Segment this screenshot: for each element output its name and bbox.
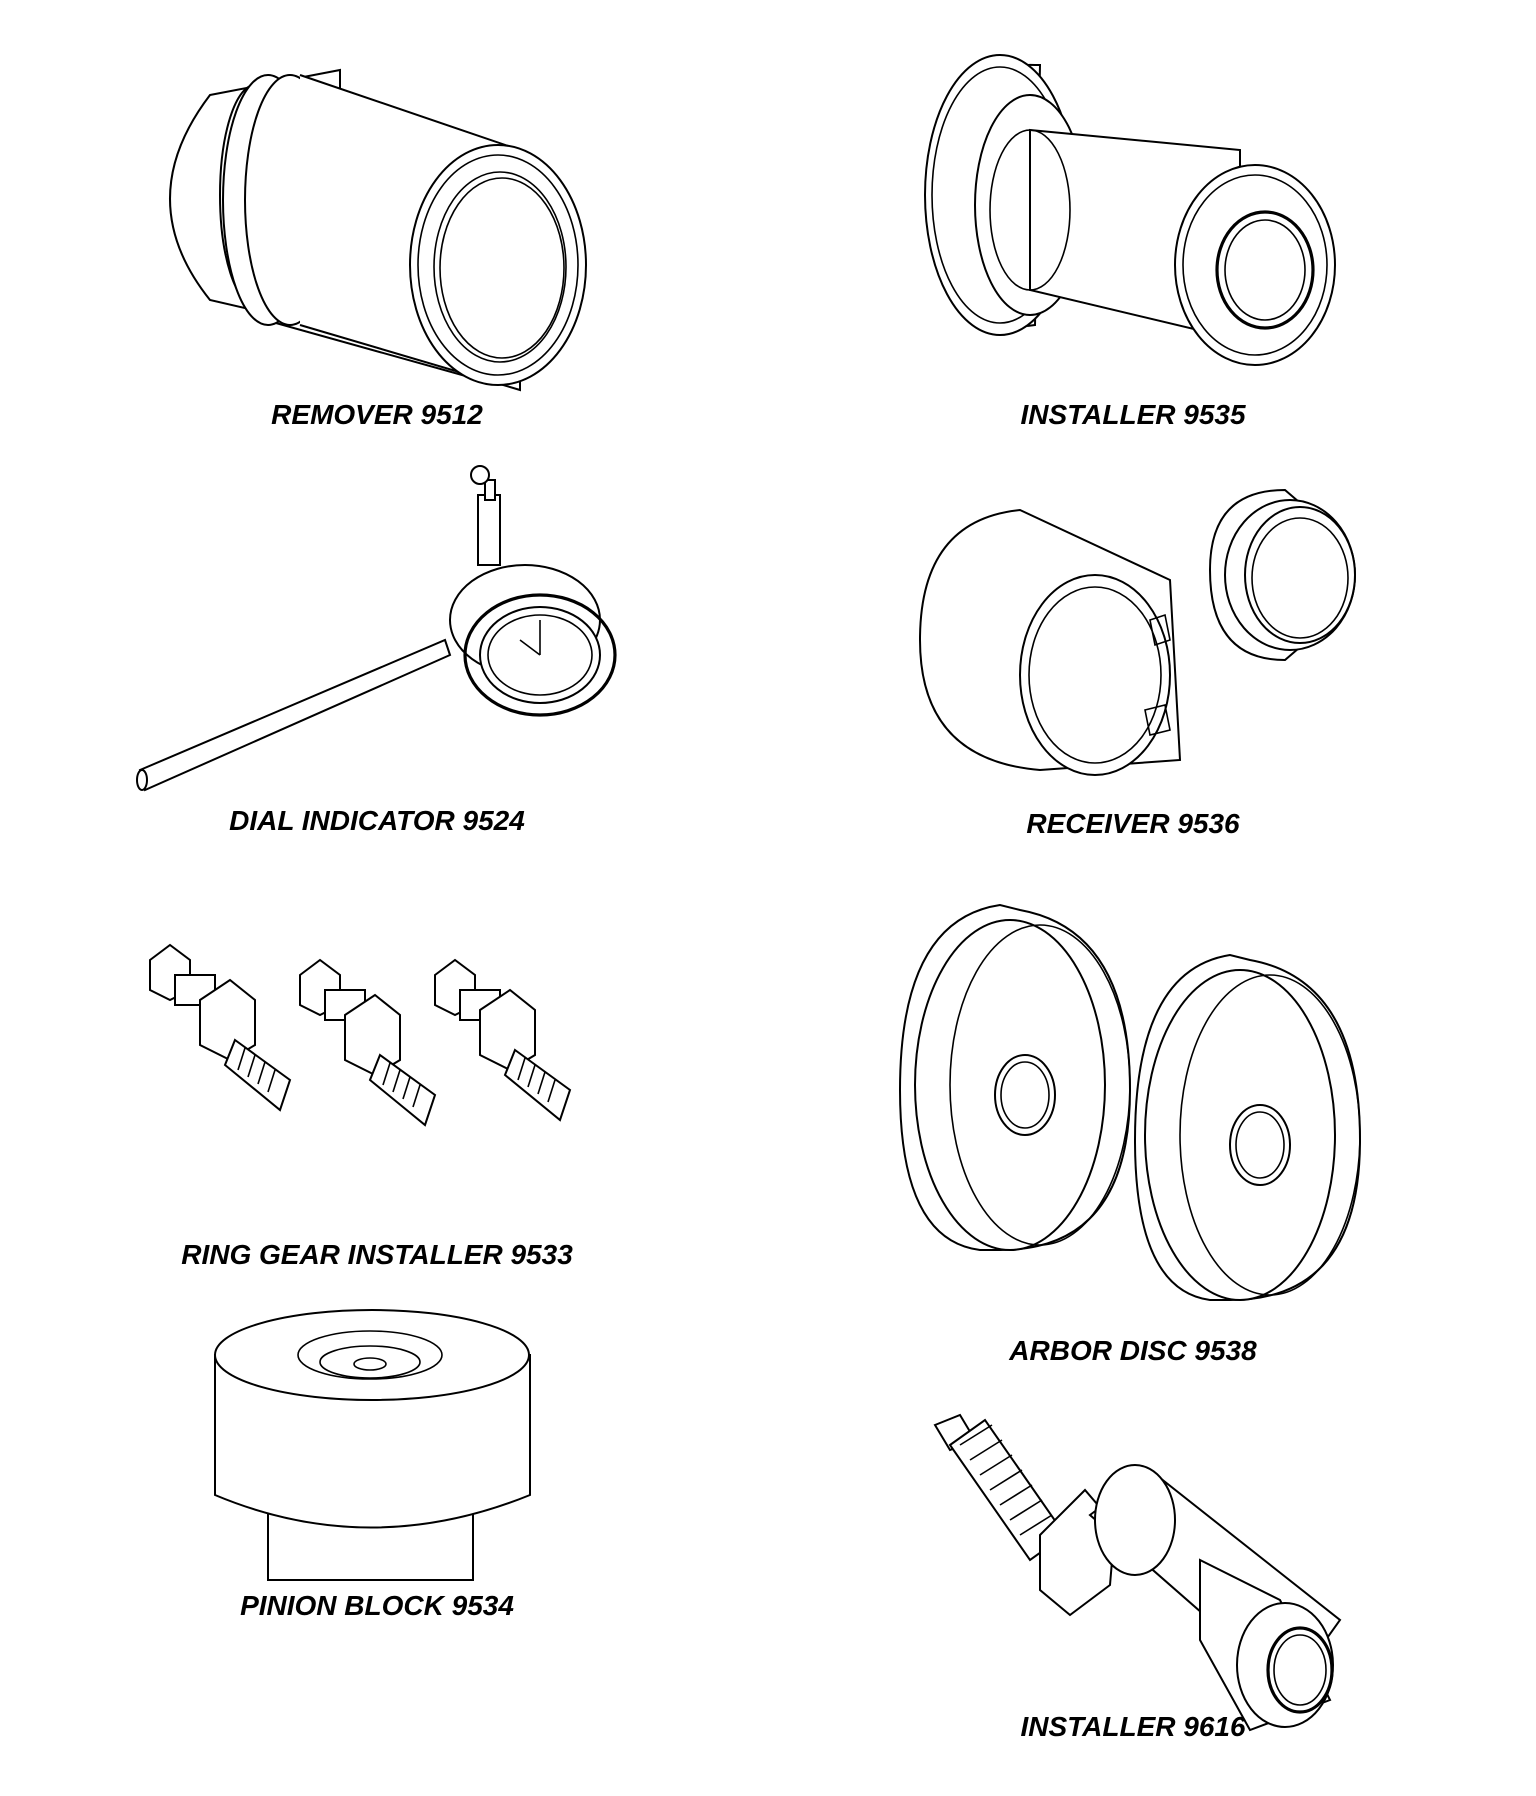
- receiver-9536-illustration: [918, 488, 1356, 776]
- installer-9616-label: INSTALLER 9616: [1020, 1711, 1246, 1742]
- pinion-block-9534-label: PINION BLOCK 9534: [240, 1590, 514, 1621]
- arbor-disc-9538-illustration: [898, 903, 1362, 1301]
- ring-gear-installer-9533-illustration: [149, 943, 572, 1127]
- dial-indicator-9524-label: DIAL INDICATOR 9524: [229, 805, 525, 836]
- receiver-9536-label: RECEIVER 9536: [1026, 808, 1240, 839]
- dial-indicator-9524-illustration: [136, 465, 617, 792]
- ring-gear-installer-9533-label: RING GEAR INSTALLER 9533: [181, 1239, 573, 1270]
- installer-9535-label: INSTALLER 9535: [1020, 399, 1246, 430]
- remover-9512-illustration: [169, 68, 587, 392]
- arbor-disc-9538-label: ARBOR DISC 9538: [1008, 1335, 1257, 1366]
- installer-9616-illustration: [933, 1413, 1342, 1732]
- installer-9535-illustration: [924, 54, 1336, 366]
- remover-9512-label: REMOVER 9512: [271, 399, 483, 430]
- pinion-block-9534-illustration: [214, 1309, 531, 1581]
